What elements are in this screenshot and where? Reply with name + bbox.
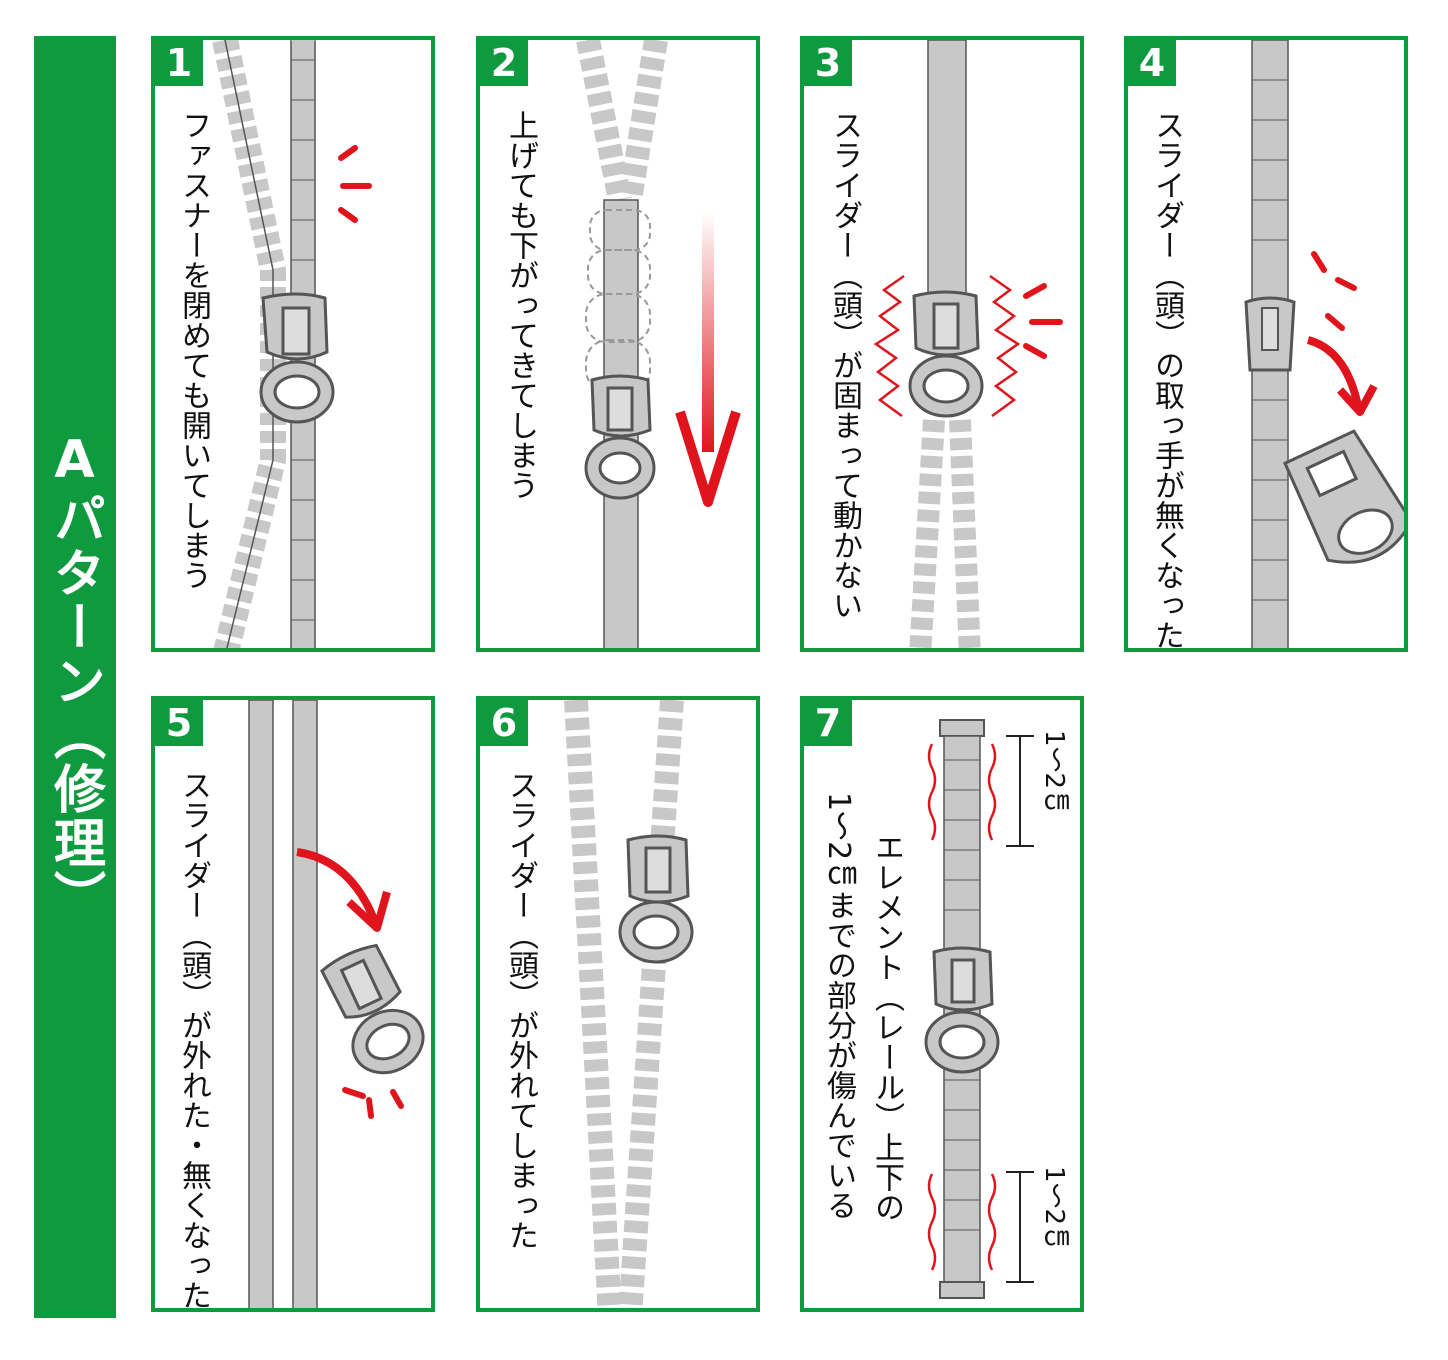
alert-marks-icon — [1023, 283, 1063, 359]
panel-2: 2 上げても下がってきてしまう — [476, 36, 760, 652]
pattern-title: Aパターン（修理） — [44, 430, 105, 924]
zipper-illustration — [873, 40, 1063, 648]
down-arrow-icon — [675, 212, 741, 507]
panel-caption: スライダー（頭）の取っ手が無くなった — [1149, 110, 1184, 650]
panel-number: 4 — [1128, 40, 1176, 86]
measure-label-bottom: 1〜2㎝ — [1039, 1166, 1069, 1252]
slider-icon — [618, 834, 694, 964]
damage-wave-icon — [927, 743, 997, 1271]
panel-caption: スライダー（頭）が外れてしまった — [503, 770, 538, 1250]
panel-number: 5 — [155, 700, 203, 746]
panel-number: 2 — [480, 40, 528, 86]
zipper-illustration — [576, 40, 741, 648]
zipper-tape-left — [212, 40, 286, 648]
slider-icon — [584, 374, 656, 500]
zipper-illustration — [924, 719, 1034, 1299]
slider-icon — [908, 290, 984, 418]
zipper-illustration — [564, 700, 694, 1308]
panel-6: 6 スライダー（頭）が外れてしまった — [476, 696, 760, 1312]
panel-caption-line2: 1〜2㎝までの部分が傷んでいる — [821, 792, 856, 1221]
slider-ghost-icon — [585, 209, 651, 393]
panel-caption: スライダー（頭）が外れた・無くなった — [176, 770, 211, 1310]
slider-icon — [924, 946, 1000, 1074]
panel-number: 7 — [804, 700, 852, 746]
zipper-illustration — [248, 700, 425, 1308]
measure-bracket-icon — [1006, 735, 1034, 1283]
panel-5: 5 スライダー（頭）が外れた・無くなった — [151, 696, 435, 1312]
curved-arrow-icon — [1306, 336, 1378, 416]
panel-caption: ファスナーを閉めても開いてしまう — [176, 110, 211, 590]
alert-marks-icon — [342, 1087, 404, 1119]
zipper-illustration — [1244, 40, 1404, 648]
slider-icon — [1244, 296, 1296, 372]
panel-number: 1 — [155, 40, 203, 86]
panel-3: 3 スライダー（頭）が固まって動かない — [800, 36, 1084, 652]
zipper-illustration — [212, 40, 372, 648]
panel-caption-line1: エレメント（レール）上下の — [869, 832, 904, 1222]
panel-number: 3 — [804, 40, 852, 86]
measure-label-top: 1〜2㎝ — [1039, 730, 1069, 816]
panel-7: 7 エレメント（レール）上下の 1〜2㎝までの部分が傷んでいる 1〜2㎝ 1〜2… — [800, 696, 1084, 1312]
slider-icon — [320, 943, 425, 1075]
stuck-zigzag-icon — [873, 274, 1021, 418]
slider-icon — [259, 292, 335, 424]
panel-4: 4 スライダー（頭）の取っ手が無くなった — [1124, 36, 1408, 652]
panel-number: 6 — [480, 700, 528, 746]
pull-tab-icon — [1283, 429, 1404, 564]
pattern-sidebar: Aパターン（修理） — [34, 36, 116, 1318]
panel-caption: スライダー（頭）が固まって動かない — [827, 110, 862, 620]
panel-1: 1 ファスナーを閉めても開いてしまう — [151, 36, 435, 652]
curved-arrow-icon — [296, 848, 391, 932]
alert-marks-icon — [338, 145, 372, 223]
panel-caption: 上げても下がってきてしまう — [503, 110, 538, 500]
alert-marks-icon — [1311, 251, 1357, 331]
